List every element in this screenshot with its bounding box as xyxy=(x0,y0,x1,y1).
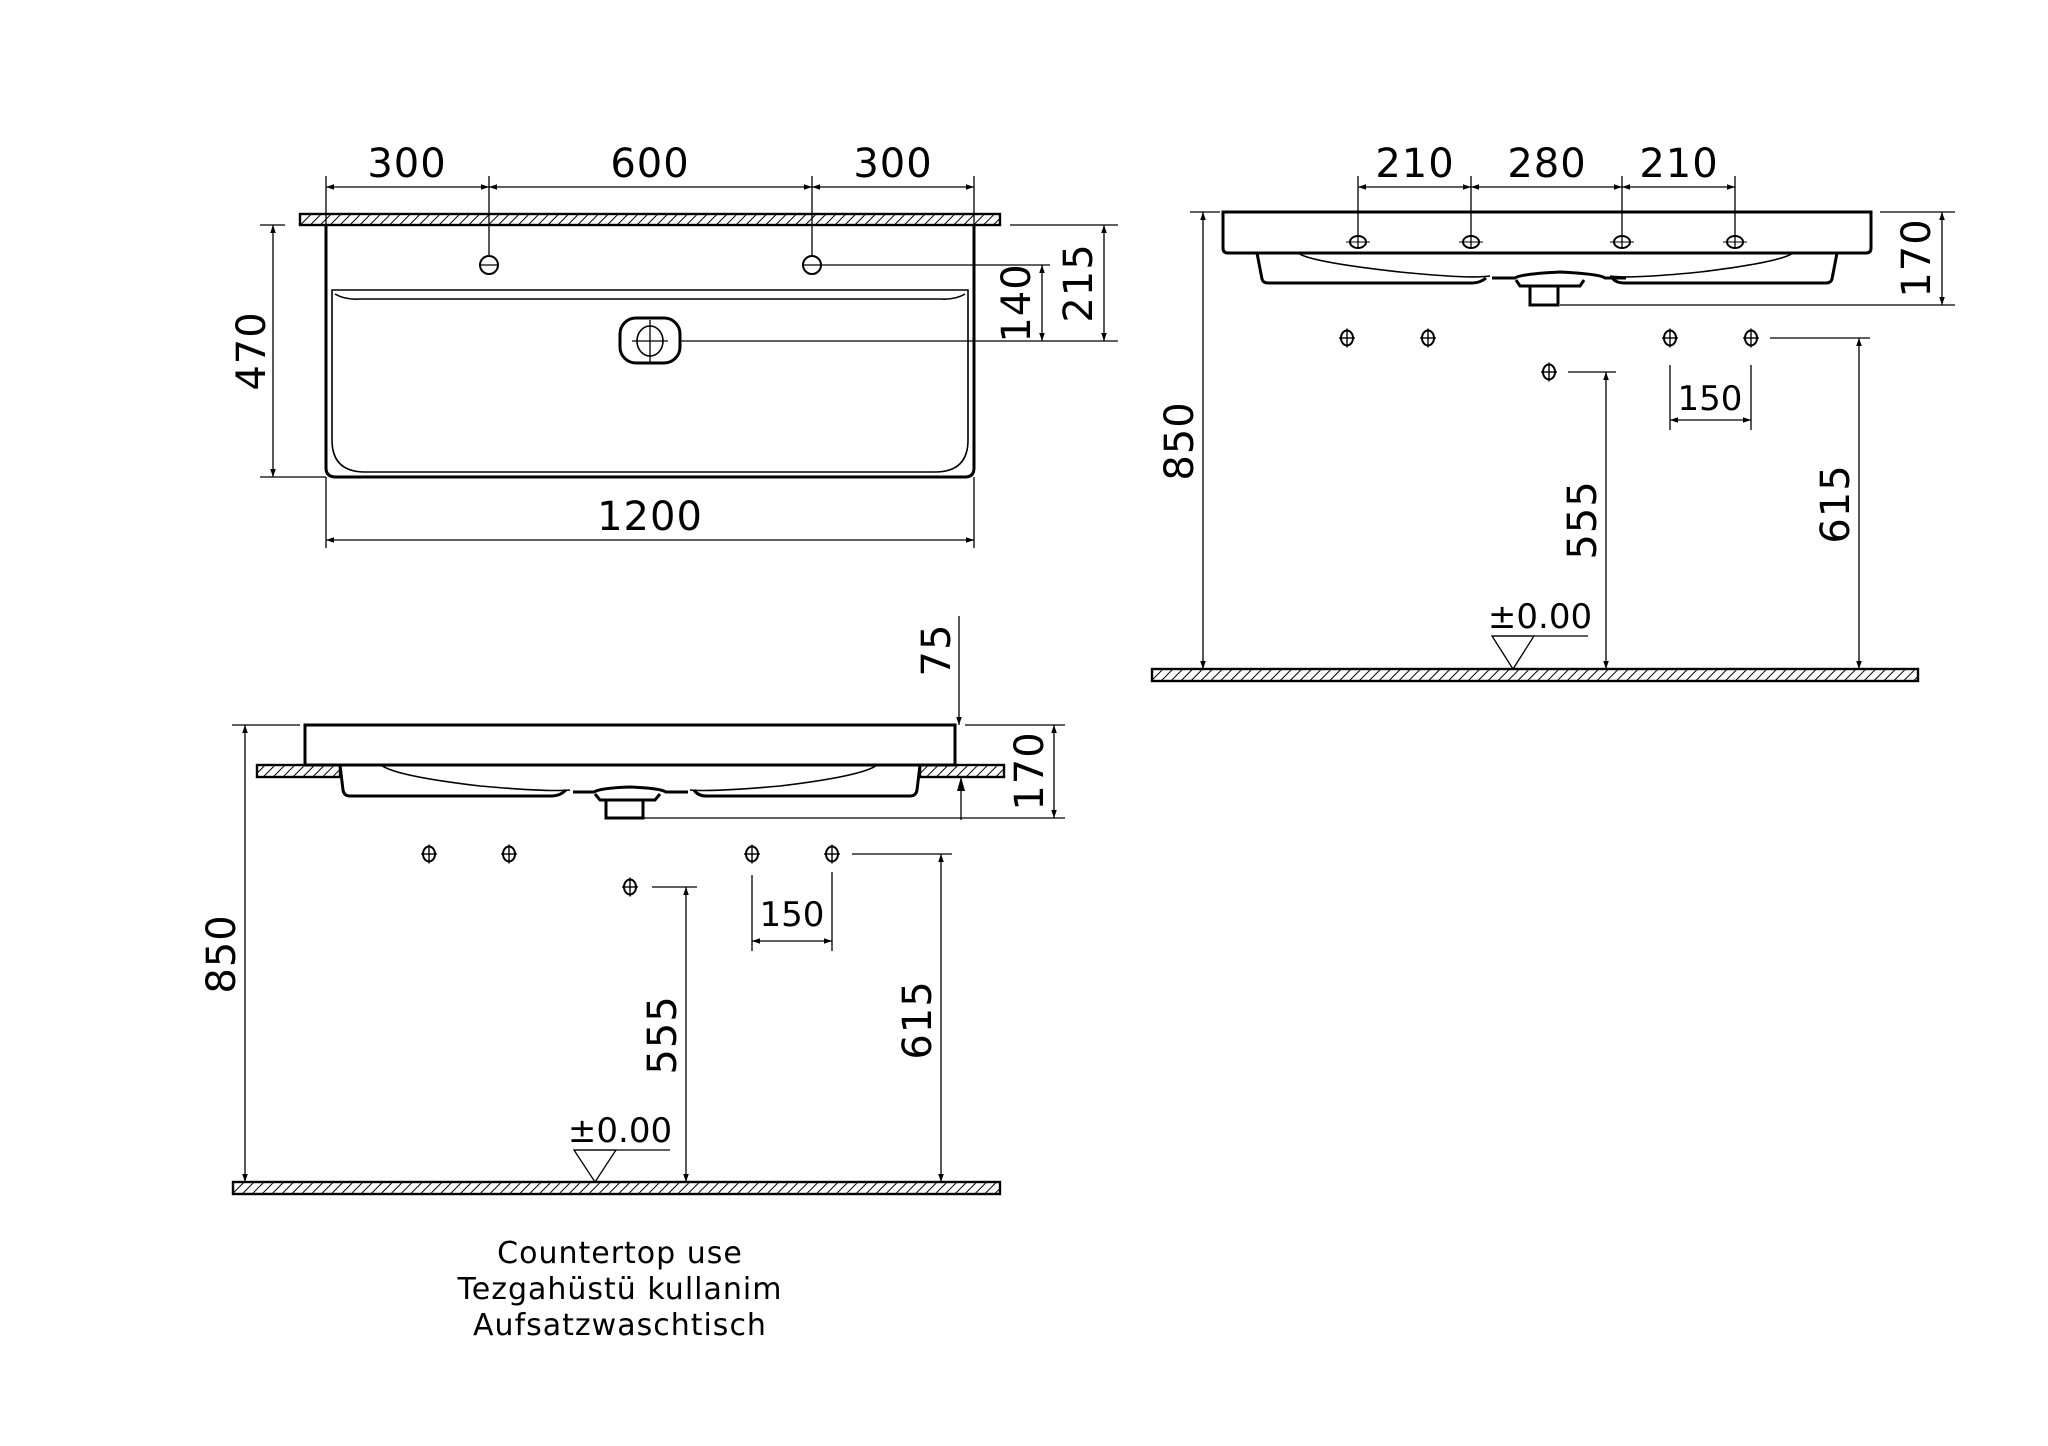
wall-hung-elevation: 210 280 210 170 850 150 555 615 ±0.00 xyxy=(1150,141,1955,683)
dim-basin-height: 170 xyxy=(1007,731,1053,810)
dim-drain-from-wall: 215 xyxy=(1056,243,1102,322)
tap-hole-right-icon xyxy=(802,255,822,275)
dim-rim-height: 850 xyxy=(1157,401,1203,480)
valve-icon xyxy=(1661,327,1679,349)
caption-english: Countertop use xyxy=(497,1236,743,1271)
caption-german: Aufsatzwaschtisch xyxy=(473,1308,767,1343)
dim-basin-height: 170 xyxy=(1894,218,1940,297)
dim-supply-height: 615 xyxy=(895,980,941,1059)
bowl-outline xyxy=(331,289,969,473)
datum-triangle-icon xyxy=(1490,635,1536,671)
drain-icon xyxy=(618,316,1118,365)
wall-section xyxy=(298,212,1002,227)
dim-rim-height: 850 xyxy=(199,914,245,993)
dim-left-offset: 300 xyxy=(367,141,446,187)
tap-hole-left-icon xyxy=(479,255,499,275)
waste-outlet-icon xyxy=(621,876,639,898)
floor-section xyxy=(1150,667,1920,683)
valve-icon xyxy=(420,843,438,865)
valve-icon xyxy=(500,843,518,865)
basin-rim xyxy=(303,723,957,767)
valve-icon xyxy=(743,843,761,865)
valve-icon xyxy=(1419,327,1437,349)
datum-triangle-icon xyxy=(572,1149,618,1184)
valve-icon xyxy=(1338,327,1356,349)
countertop-elevation: 75 170 850 150 555 615 ±0.00 xyxy=(199,616,1065,1196)
dim-tap-to-drain: 140 xyxy=(994,263,1040,342)
datum-label: ±0.00 xyxy=(1488,597,1592,637)
dim-depth: 470 xyxy=(229,311,275,390)
floor-section xyxy=(231,1180,1002,1196)
dim-valve-spacing: 150 xyxy=(1678,379,1743,419)
basin-outline xyxy=(324,225,976,479)
dim-tap-b: 280 xyxy=(1507,141,1586,187)
dim-valve-spacing: 150 xyxy=(760,895,825,935)
valve-icon xyxy=(1742,327,1760,349)
basin-rim xyxy=(1221,210,1873,255)
dim-tap-a: 210 xyxy=(1375,141,1454,187)
dim-tap-c: 210 xyxy=(1639,141,1718,187)
waste-outlet-icon xyxy=(1540,361,1558,383)
plan-view: 300 600 300 470 1200 140 215 xyxy=(229,141,1118,548)
countertop-right xyxy=(918,763,1006,779)
dim-waste-height: 555 xyxy=(1560,480,1606,559)
countertop-left xyxy=(255,763,342,779)
caption-turkish: Tezgahüstü kullanim xyxy=(457,1272,783,1307)
dim-tap-spacing: 600 xyxy=(610,141,689,187)
datum-label: ±0.00 xyxy=(568,1111,672,1151)
valve-icon xyxy=(823,843,841,865)
dim-right-offset: 300 xyxy=(853,141,932,187)
dim-supply-height: 615 xyxy=(1813,464,1859,543)
dim-above-counter: 75 xyxy=(914,624,960,677)
dim-total-width: 1200 xyxy=(597,494,703,540)
dim-waste-height: 555 xyxy=(640,995,686,1074)
